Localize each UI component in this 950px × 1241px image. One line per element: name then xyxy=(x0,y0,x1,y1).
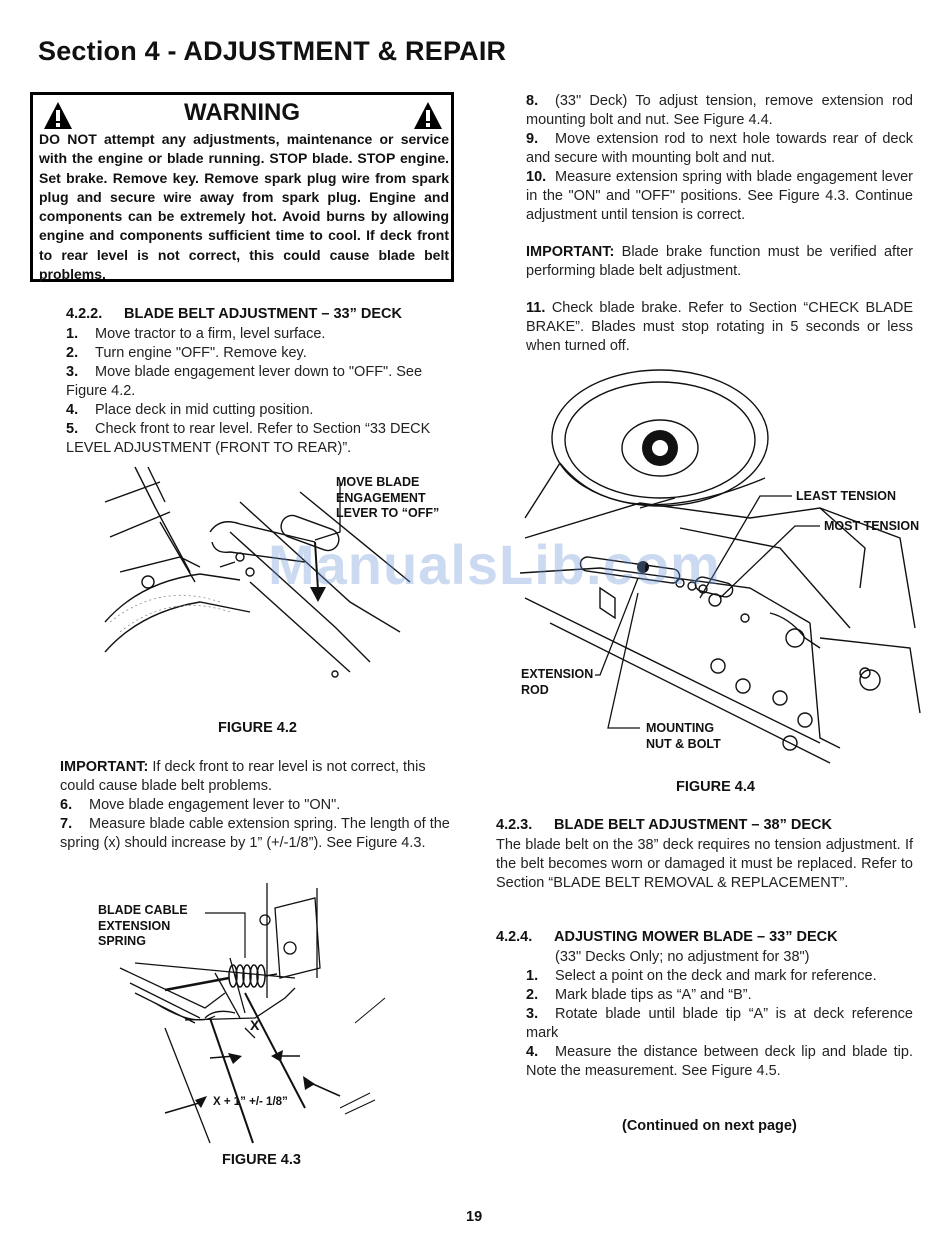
figure-4-3-x-plus-label: X + 1” +/- 1/8” xyxy=(213,1096,288,1108)
list-item: 2.Mark blade tips as “A” and “B”. xyxy=(526,987,752,1003)
continued-note: (Continued on next page) xyxy=(622,1118,797,1134)
list-item: 5.Check front to rear level. Refer to Se… xyxy=(66,421,431,456)
list-item: 10.Measure extension spring with blade e… xyxy=(526,169,913,223)
watermark: ManualsLib.com xyxy=(268,533,721,596)
warning-triangle-icon xyxy=(44,102,72,129)
list-item: 7.Measure blade cable extension spring. … xyxy=(60,816,450,851)
step-11: 11. Check blade brake. Refer to Section … xyxy=(526,300,913,354)
least-tension-label: LEAST TENSION xyxy=(796,489,897,503)
page-title: Section 4 - ADJUSTMENT & REPAIR xyxy=(38,36,507,66)
list-item: 1.Move tractor to a firm, level surface. xyxy=(66,326,326,342)
list-item: 8.(33" Deck) To adjust tension, remove e… xyxy=(526,93,913,128)
figure-4-3-x-label: X xyxy=(250,1017,260,1033)
important-note: IMPORTANT: If deck front to rear level i… xyxy=(60,759,426,794)
section-4-2-2-heading: 4.2.2. BLADE BELT ADJUSTMENT – 33” DECK xyxy=(66,306,402,322)
warning-box: WARNING DO NOT attempt any adjustments, … xyxy=(30,92,454,282)
section-number: 4.2.4. xyxy=(496,929,533,945)
warning-text: DO NOT attempt any adjustments, maintena… xyxy=(39,131,449,283)
warning-heading: WARNING xyxy=(184,99,300,126)
list-item: 3.Rotate blade until blade tip “A” is at… xyxy=(526,1006,913,1041)
figure-4-2-caption: FIGURE 4.2 xyxy=(218,720,297,736)
section-4-2-4-heading: 4.2.4. ADJUSTING MOWER BLADE – 33” DECK xyxy=(496,929,838,945)
figure-4-4-caption: FIGURE 4.4 xyxy=(676,779,755,795)
section-number: 4.2.3. xyxy=(496,817,533,833)
section-title: BLADE BELT ADJUSTMENT – 38” DECK xyxy=(554,817,832,833)
section-4-2-3-heading: 4.2.3. BLADE BELT ADJUSTMENT – 38” DECK xyxy=(496,817,832,833)
list-item: 6.Move blade engagement lever to "ON". xyxy=(60,797,341,813)
most-tension-label: MOST TENSION xyxy=(824,519,920,533)
warning-triangle-icon xyxy=(414,102,442,129)
list-item: 9.Move extension rod to next hole toward… xyxy=(526,131,913,166)
list-item: 2.Turn engine "OFF". Remove key. xyxy=(66,345,307,361)
important-note: IMPORTANT: Blade brake function must be … xyxy=(526,244,913,279)
list-item: 4.Measure the distance between deck lip … xyxy=(526,1044,913,1079)
figure-4-2-illustration xyxy=(104,466,411,678)
section-4-2-3-text: The blade belt on the 38” deck requires … xyxy=(496,837,913,891)
list-item: 4.Place deck in mid cutting position. xyxy=(66,402,314,418)
figure-4-3-illustration xyxy=(119,883,386,1144)
section-number: 4.2.2. xyxy=(66,306,103,322)
figure-4-4-illustration xyxy=(519,369,921,764)
section-4-2-4-note: (33" Decks Only; no adjustment for 38") xyxy=(555,949,810,965)
section-title: ADJUSTING MOWER BLADE – 33” DECK xyxy=(554,929,838,945)
figure-4-3-caption: FIGURE 4.3 xyxy=(222,1152,301,1168)
page-number: 19 xyxy=(466,1209,483,1225)
section-title: BLADE BELT ADJUSTMENT – 33” DECK xyxy=(124,306,402,322)
list-item: 3.Move blade engagement lever down to "O… xyxy=(66,364,423,399)
list-item: 1.Select a point on the deck and mark fo… xyxy=(526,968,877,984)
